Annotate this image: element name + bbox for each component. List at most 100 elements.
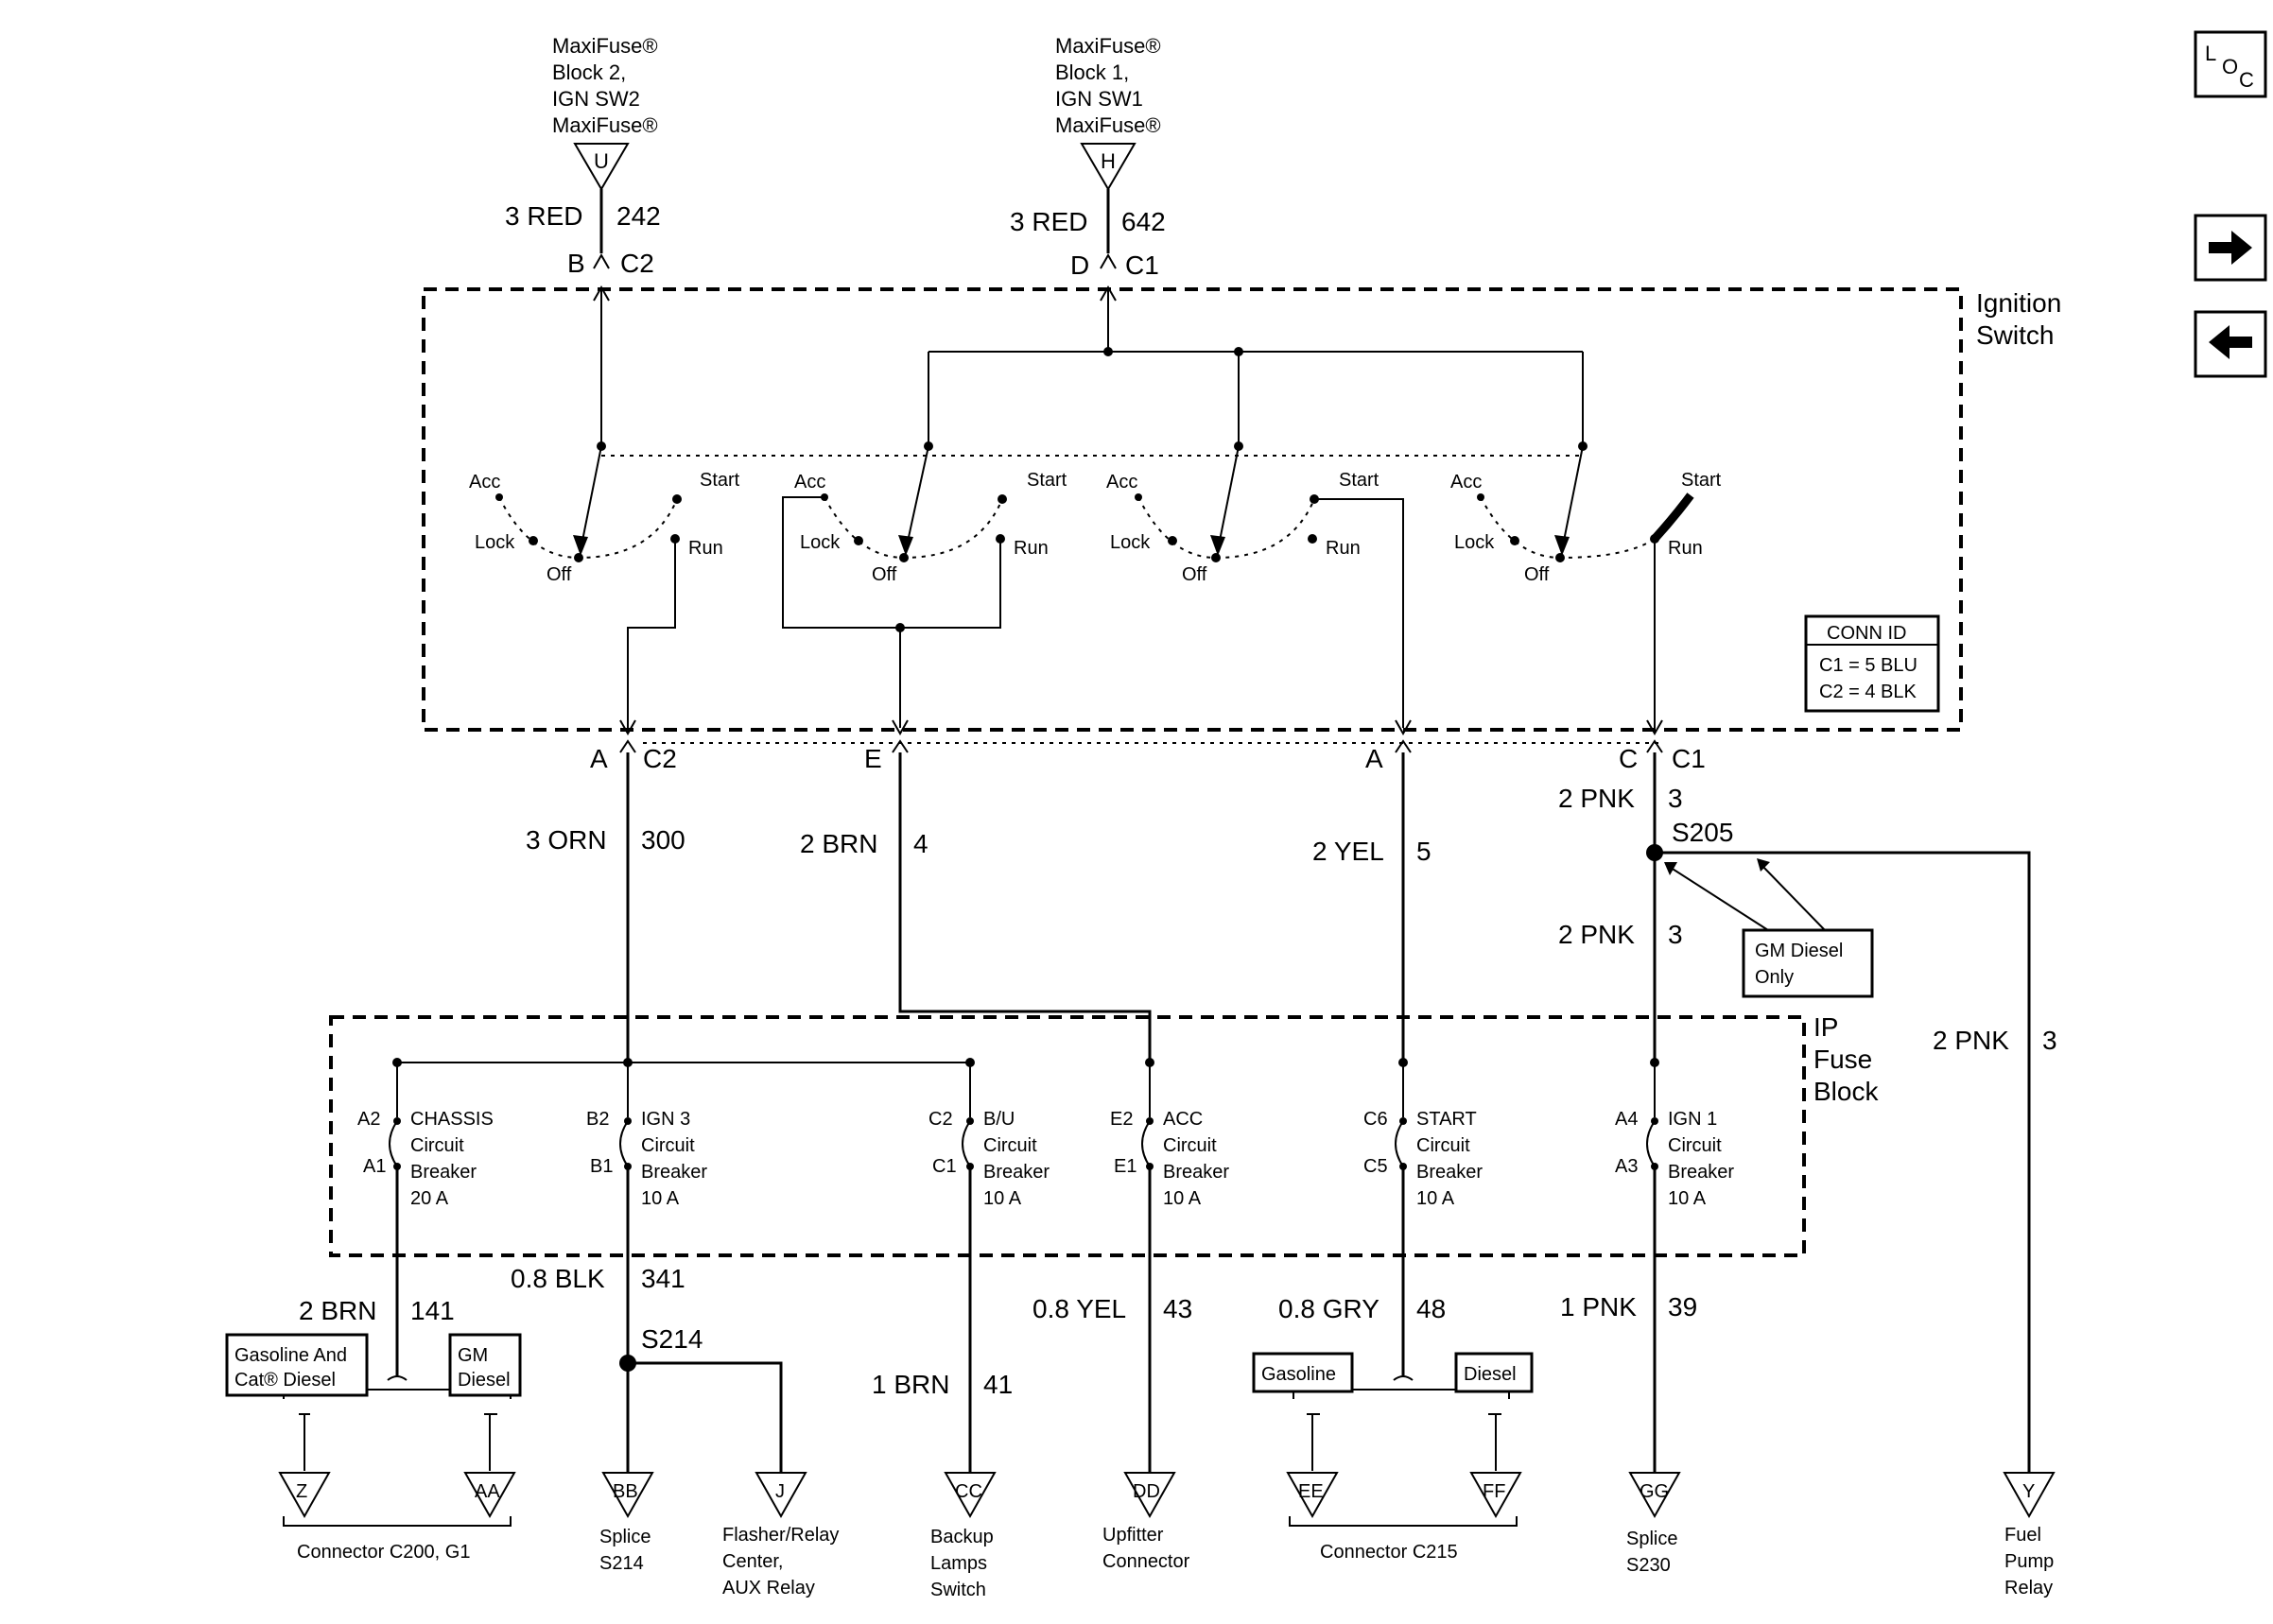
gm-diesel-only-note (1742, 928, 1874, 998)
option-gasoline-label: Gasoline (1261, 1364, 1336, 1385)
breaker-ign3-line2: Circuit (641, 1135, 695, 1156)
conn-id-box: CONN ID C1 = 5 BLU C2 = 4 BLK (1804, 614, 1940, 713)
wire-242: 3 RED 242 B C2 (505, 189, 661, 446)
terminal-y: Y Fuel Pump Relay (2003, 1472, 2056, 1598)
s1-off: Off (547, 564, 572, 585)
terminal-ee: EE (1286, 1472, 1339, 1519)
wire-242-circuit: 242 (616, 201, 661, 231)
source-right-line3: IGN SW1 (1055, 87, 1143, 111)
option-gasoline-cat-line2: Cat® Diesel (234, 1370, 336, 1391)
wire-43: 0.8 YEL 43 (1032, 1166, 1192, 1473)
wire-39-circuit: 39 (1668, 1292, 1697, 1322)
breaker-start-pin-top: C6 (1363, 1109, 1388, 1130)
wire-341-circuit: 341 (641, 1264, 685, 1293)
wire-141: 2 BRN 141 (283, 1166, 512, 1471)
terminal-aa-id: AA (475, 1481, 500, 1502)
wire-4-circuit: 4 (913, 829, 928, 858)
breaker-bu-line1: B/U (983, 1109, 1015, 1130)
ignition-switch-title-line1: Ignition (1976, 288, 2061, 318)
breaker-acc-line1: ACC (1163, 1109, 1203, 1130)
out3-pin: A (1365, 744, 1383, 773)
terminal-h-symbol (1080, 143, 1136, 191)
option-gasoline-cat-diesel: Gasoline And Cat® Diesel (225, 1333, 369, 1397)
s4-lock: Lock (1454, 532, 1495, 553)
breaker-chassis-pin-bot: A1 (363, 1156, 386, 1177)
ip-fuse-block-border (329, 1015, 1806, 1257)
ip-fuse-block-title-line2: Fuse (1813, 1045, 1872, 1074)
s1-lock: Lock (475, 532, 515, 553)
terminal-dd: DD Upfitter Connector (1102, 1472, 1190, 1572)
terminal-z: Z (278, 1472, 331, 1519)
source-right-line2: Block 1, (1055, 60, 1129, 84)
wire-43-gauge-color: 0.8 YEL (1032, 1294, 1126, 1323)
s3-start: Start (1339, 470, 1379, 491)
breaker-acc-line4: 10 A (1163, 1188, 1202, 1209)
loc-letter-o: O (2222, 55, 2238, 78)
terminal-gg-line1: Splice (1626, 1529, 1677, 1549)
terminal-ff: FF (1469, 1472, 1522, 1519)
out4-pin: C (1619, 744, 1638, 773)
forward-button[interactable] (2194, 214, 2267, 282)
terminal-cc-id: CC (955, 1481, 982, 1502)
breaker-chassis-line3: Breaker (410, 1162, 477, 1183)
ignition-switch-border (422, 287, 1963, 732)
loc-button[interactable]: L O C (2194, 30, 2267, 98)
breaker-start-line4: 10 A (1416, 1188, 1455, 1209)
back-button[interactable] (2194, 310, 2267, 378)
breaker-ign1-pin-top: A4 (1615, 1109, 1638, 1130)
option-gm-diesel-line1: GM (458, 1345, 488, 1366)
terminal-y-line3: Relay (2004, 1578, 2053, 1598)
wire-642-circuit: 642 (1121, 207, 1166, 236)
source-right-line1: MaxiFuse® (1055, 34, 1161, 58)
breaker-ign1-line4: 10 A (1668, 1188, 1707, 1209)
terminal-z-id: Z (296, 1481, 307, 1502)
terminal-cc: CC Backup Lamps Switch (930, 1472, 997, 1600)
breaker-acc-line3: Breaker (1163, 1162, 1229, 1183)
source-right-line4: MaxiFuse® (1055, 113, 1161, 137)
wire-141-gauge-color: 2 BRN (299, 1296, 376, 1325)
conn-id-c2: C2 = 4 BLK (1819, 682, 1917, 702)
conn-id-header: CONN ID (1827, 623, 1906, 644)
breaker-start-line1: START (1416, 1109, 1477, 1130)
switch-section-4: Acc Start Lock Off Run (1450, 441, 1722, 728)
option-diesel: Diesel (1454, 1352, 1534, 1393)
terminal-ee-id: EE (1298, 1481, 1324, 1502)
conn-id-c1: C1 = 5 BLU (1819, 655, 1917, 676)
breaker-bu-line4: 10 A (983, 1188, 1022, 1209)
s2-start: Start (1027, 470, 1067, 491)
ip-fuse-block-title-line1: IP (1813, 1012, 1838, 1042)
terminal-j-line3: AUX Relay (722, 1578, 815, 1598)
ignition-switch: Ignition Switch Acc Start Lock Off Run (422, 287, 2061, 732)
breaker-ign1-line3: Breaker (1668, 1162, 1734, 1183)
source-left-line4: MaxiFuse® (552, 113, 658, 137)
s1-start: Start (700, 470, 740, 491)
wire-300: 3 ORN 300 (526, 752, 685, 1063)
wire-48: 0.8 GRY 48 (1278, 1166, 1510, 1471)
terminal-bb-line1: Splice (599, 1527, 651, 1547)
breaker-acc: E2 E1 ACC Circuit Breaker 10 A (1110, 1109, 1229, 1209)
ignition-switch-title-line2: Switch (1976, 320, 2054, 350)
terminal-u-label: U (594, 149, 609, 173)
terminal-gg-line2: S230 (1626, 1555, 1671, 1576)
wire-300-circuit: 300 (641, 825, 685, 855)
source-maxifuse-block2: MaxiFuse® Block 2, IGN SW2 MaxiFuse® U (552, 34, 658, 191)
out4-conn: C1 (1672, 744, 1706, 773)
terminal-gg-id: GG (1640, 1481, 1669, 1502)
breaker-bu-pin-bot: C1 (932, 1156, 957, 1177)
breaker-chassis-pin-top: A2 (357, 1109, 380, 1130)
wire-4-gauge-color: 2 BRN (800, 829, 877, 858)
terminal-j-id: J (775, 1481, 785, 1502)
breaker-ign1-line2: Circuit (1668, 1135, 1722, 1156)
wire-141-circuit: 141 (410, 1296, 455, 1325)
source-maxifuse-block1: MaxiFuse® Block 1, IGN SW1 MaxiFuse® H (1055, 34, 1161, 191)
breaker-bu-pin-top: C2 (928, 1109, 953, 1130)
ip-fuse-block: IP Fuse Block A2 A1 CHASSIS Circuit Brea… (329, 1012, 1879, 1257)
ip-fuse-block-title-line3: Block (1813, 1077, 1879, 1106)
s205-branch-circuit: 3 (2042, 1026, 2057, 1055)
wire-242-pin: B (567, 249, 585, 278)
s4-start: Start (1681, 470, 1722, 491)
out2-pin: E (864, 744, 882, 773)
option-gasoline: Gasoline (1252, 1352, 1354, 1393)
terminal-j-line2: Center, (722, 1551, 783, 1572)
